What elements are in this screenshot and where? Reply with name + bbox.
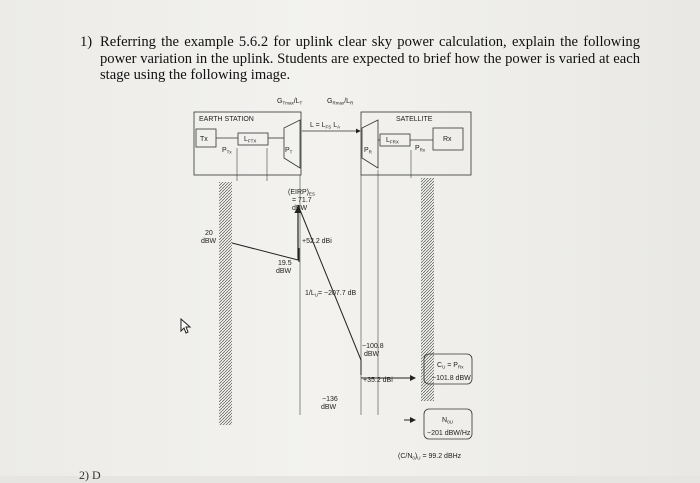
satellite-box xyxy=(360,111,472,176)
rx-hatch-column xyxy=(421,178,434,401)
eirp-value: = 71.7 xyxy=(292,197,312,204)
noise-level-value: −136 xyxy=(322,396,338,403)
noise-density-value: −201 dBW/Hz xyxy=(427,430,471,437)
noise-density-label: N0U xyxy=(442,417,453,425)
earth-station-box xyxy=(193,111,302,176)
carrier-power-value: −101.8 dBW xyxy=(432,375,471,382)
carrier-power-label: CU = PRx xyxy=(437,362,464,370)
mouse-pointer-icon xyxy=(180,318,192,334)
satellite-label: SATELLITE xyxy=(396,116,433,123)
rx-antenna-gain: +35.2 dBi xyxy=(363,377,393,384)
rx-label: Rx xyxy=(443,136,452,143)
received-power-unit: dBW xyxy=(364,351,380,358)
question-block: 1) Referring the example 5.6.2 for uplin… xyxy=(80,34,640,84)
power-level-trace xyxy=(231,204,362,375)
p-tx-label: PTx xyxy=(222,147,232,155)
rx-block xyxy=(432,127,464,151)
eirp-unit: dBW xyxy=(292,205,308,212)
question-number: 1) xyxy=(80,34,93,50)
p-r-label: PR xyxy=(364,147,373,155)
feeder-tx-label: LFTX xyxy=(244,136,256,144)
cn0-result: (C/N0)U = 99.2 dBHz xyxy=(398,453,462,461)
tx-antenna-icon xyxy=(283,119,301,169)
earth-station-label: EARTH STATION xyxy=(199,116,254,123)
uplink-loss-label: 1/LU= −207.7 dB xyxy=(305,290,356,298)
question-text: Referring the example 5.6.2 for uplink c… xyxy=(100,34,640,83)
feeder-tx-block xyxy=(237,132,269,146)
tx-antenna-gain: +52.2 dBi xyxy=(302,238,332,245)
tx-hatch-column xyxy=(219,182,232,425)
noise-level-unit: dBW xyxy=(321,404,337,411)
p-t-label: PT xyxy=(285,147,293,155)
label-gain-tx-over-loss: GTmax/LT xyxy=(277,98,303,106)
received-power-value: −100.8 xyxy=(362,343,384,350)
feeder-rx-label: LFRX xyxy=(386,137,399,145)
tx-label: Tx xyxy=(200,136,208,143)
eirp-label: (EIRP)ES xyxy=(288,189,315,197)
carrier-power-box xyxy=(423,353,473,385)
p-rx-label: PRx xyxy=(415,145,426,153)
noise-density-box xyxy=(423,408,473,440)
rx-antenna-icon xyxy=(361,119,379,169)
label-gain-rx-over-loss: GRmax/LR xyxy=(327,98,354,106)
tx-power-value: 20 xyxy=(205,230,213,237)
tx-power-unit: dBW xyxy=(201,238,217,245)
path-loss-label: L = LFS LA xyxy=(310,122,340,130)
feeder-output-unit: dBW xyxy=(276,268,292,275)
feeder-output-value: 19.5 xyxy=(278,260,292,267)
